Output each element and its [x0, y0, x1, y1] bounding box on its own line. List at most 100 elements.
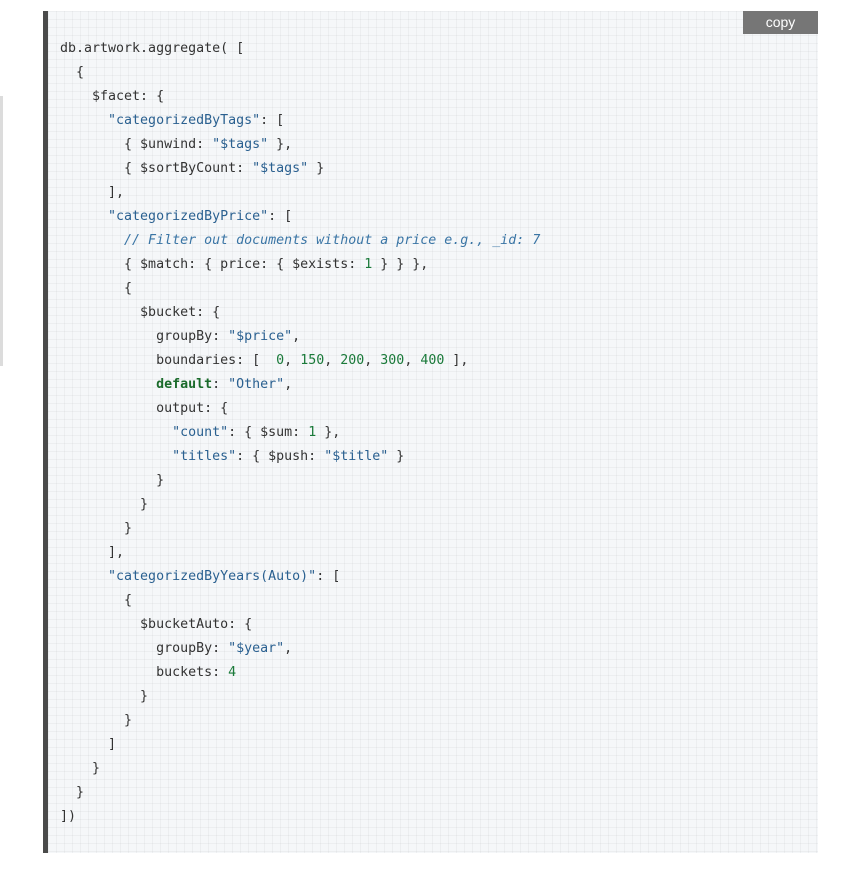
- code-text: db.artwork.aggregate( [: [60, 41, 245, 56]
- code-line: }: [60, 469, 540, 493]
- code-line: }: [60, 517, 540, 541]
- code-line: }: [60, 781, 540, 805]
- code-text: : [: [260, 113, 285, 128]
- code-text: $bucket: {: [60, 305, 221, 320]
- code-text: : { $sum:: [228, 425, 309, 440]
- code-text: [60, 377, 156, 392]
- code-text: { $unwind:: [60, 137, 213, 152]
- code-text: },: [268, 137, 293, 152]
- code-text: }: [60, 761, 101, 776]
- code-line: }: [60, 709, 540, 733]
- code-line: }: [60, 493, 540, 517]
- code-text: }: [60, 785, 85, 800]
- code-string: "categorizedByPrice": [60, 209, 269, 224]
- code-string: "$tags": [252, 161, 309, 176]
- code-number: 400: [420, 353, 445, 368]
- code-text: ,: [284, 377, 293, 392]
- code-text: ,: [284, 353, 301, 368]
- code-line: output: {: [60, 397, 540, 421]
- code-text: ,: [284, 641, 293, 656]
- code-line: db.artwork.aggregate( [: [60, 37, 540, 61]
- code-string: "count": [60, 425, 229, 440]
- code-line: { $sortByCount: "$tags" }: [60, 157, 540, 181]
- copy-button[interactable]: copy: [743, 11, 818, 34]
- code-text: }: [60, 713, 133, 728]
- code-line: "categorizedByTags": [: [60, 109, 540, 133]
- code-text: buckets:: [60, 665, 229, 680]
- code-line: { $match: { price: { $exists: 1 } } },: [60, 253, 540, 277]
- code-text: { $match: { price: { $exists:: [60, 257, 365, 272]
- code-text: boundaries: [: [60, 353, 277, 368]
- code-string: "$tags": [212, 137, 269, 152]
- code-text: }: [60, 521, 133, 536]
- code-line: default: "Other",: [60, 373, 540, 397]
- code-text: }: [60, 689, 149, 704]
- code-text: ,: [324, 353, 341, 368]
- code-listing: db.artwork.aggregate( [ { $facet: { "cat…: [60, 37, 540, 829]
- code-line: buckets: 4: [60, 661, 540, 685]
- code-text: ]): [60, 809, 77, 824]
- code-line: $bucket: {: [60, 301, 540, 325]
- code-number: 1: [308, 425, 317, 440]
- code-text: }: [60, 473, 165, 488]
- code-text: {: [60, 281, 133, 296]
- code-line: ],: [60, 541, 540, 565]
- code-string: "$year": [228, 641, 285, 656]
- code-line: groupBy: "$price",: [60, 325, 540, 349]
- code-text: groupBy:: [60, 641, 229, 656]
- code-text: ,: [292, 329, 301, 344]
- code-line: ],: [60, 181, 540, 205]
- code-text: }: [308, 161, 325, 176]
- code-line: {: [60, 589, 540, 613]
- code-string: "categorizedByTags": [60, 113, 261, 128]
- left-gutter-bar: [0, 96, 3, 366]
- code-line: {: [60, 277, 540, 301]
- code-text: output: {: [60, 401, 229, 416]
- code-line: $facet: {: [60, 85, 540, 109]
- code-number: 4: [228, 665, 237, 680]
- code-line: {: [60, 61, 540, 85]
- code-text: : { $push:: [236, 449, 325, 464]
- code-line: groupBy: "$year",: [60, 637, 540, 661]
- code-string: "categorizedByYears(Auto)": [60, 569, 317, 584]
- code-line: // Filter out documents without a price …: [60, 229, 540, 253]
- code-number: 0: [276, 353, 285, 368]
- code-text: : [: [316, 569, 341, 584]
- code-text: {: [60, 65, 85, 80]
- code-text: { $sortByCount:: [60, 161, 253, 176]
- code-text: } } },: [372, 257, 429, 272]
- code-line: "titles": { $push: "$title" }: [60, 445, 540, 469]
- code-line: boundaries: [ 0, 150, 200, 300, 400 ],: [60, 349, 540, 373]
- code-text: }: [60, 497, 149, 512]
- code-number: 300: [380, 353, 405, 368]
- code-line: "categorizedByPrice": [: [60, 205, 540, 229]
- code-string: "Other": [228, 377, 285, 392]
- code-line: "count": { $sum: 1 },: [60, 421, 540, 445]
- code-text: ]: [60, 737, 117, 752]
- code-text: :: [212, 377, 229, 392]
- code-number: 150: [300, 353, 325, 368]
- code-block: copy db.artwork.aggregate( [ { $facet: {…: [43, 11, 818, 853]
- code-string: "$price": [228, 329, 293, 344]
- code-text: groupBy:: [60, 329, 229, 344]
- code-line: $bucketAuto: {: [60, 613, 540, 637]
- code-text: ],: [60, 185, 125, 200]
- code-text: $facet: {: [60, 89, 165, 104]
- code-keyword: default: [156, 377, 213, 392]
- code-comment: // Filter out documents without a price …: [60, 233, 541, 248]
- code-text: }: [388, 449, 405, 464]
- code-line: ]: [60, 733, 540, 757]
- code-text: ],: [444, 353, 469, 368]
- code-text: ,: [364, 353, 381, 368]
- code-text: },: [316, 425, 341, 440]
- code-line: }: [60, 685, 540, 709]
- code-text: $bucketAuto: {: [60, 617, 253, 632]
- code-line: }: [60, 757, 540, 781]
- code-string: "titles": [60, 449, 237, 464]
- code-text: ,: [404, 353, 421, 368]
- code-string: "$title": [324, 449, 389, 464]
- code-text: {: [60, 593, 133, 608]
- code-line: "categorizedByYears(Auto)": [: [60, 565, 540, 589]
- code-text: : [: [268, 209, 293, 224]
- code-line: { $unwind: "$tags" },: [60, 133, 540, 157]
